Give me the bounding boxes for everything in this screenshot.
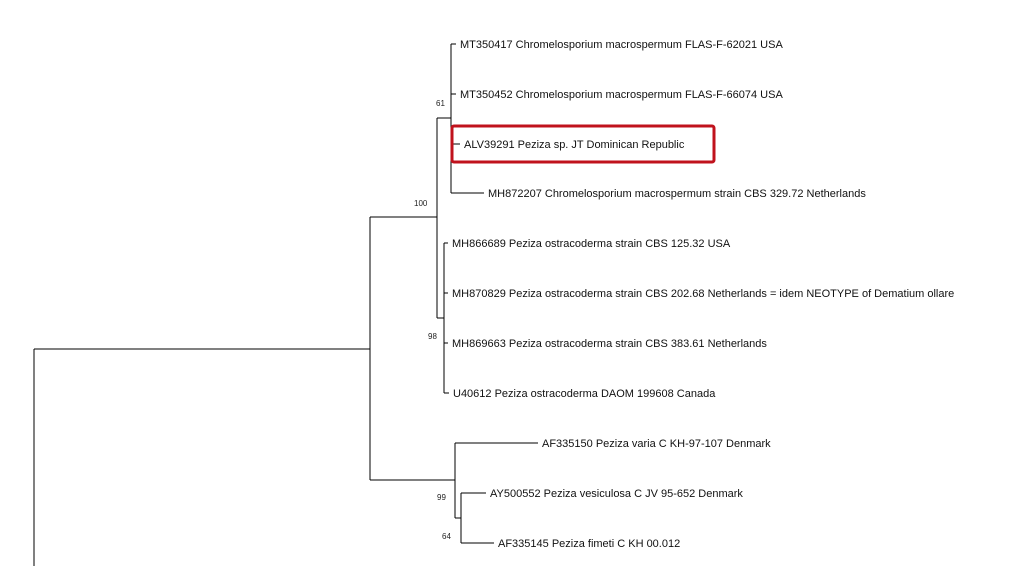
bootstrap-value: 64 [442, 532, 451, 541]
bootstrap-value: 98 [428, 332, 437, 341]
bootstrap-value: 61 [436, 99, 445, 108]
tree-branches [33, 43, 538, 566]
bootstrap-value: 100 [414, 199, 428, 208]
leaf-label: MH870829 Peziza ostracoderma strain CBS … [452, 288, 954, 300]
bootstrap-value: 99 [437, 493, 446, 502]
leaf-label: MT350452 Chromelosporium macrospermum FL… [460, 89, 783, 101]
leaf-label: AY500552 Peziza vesiculosa C JV 95-652 D… [490, 488, 743, 500]
leaf-label: MT350417 Chromelosporium macrospermum FL… [460, 39, 783, 51]
leaf-labels: MT350417 Chromelosporium macrospermum FL… [452, 39, 954, 550]
leaf-label: MH872207 Chromelosporium macrospermum st… [488, 188, 866, 200]
highlight-box [450, 124, 716, 164]
bootstrap-values: 61 100 98 99 64 [414, 99, 451, 541]
leaf-label-highlighted: ALV39291 Peziza sp. JT Dominican Republi… [464, 139, 685, 151]
leaf-label: AF335150 Peziza varia C KH-97-107 Denmar… [542, 438, 771, 450]
leaf-label: AF335145 Peziza fimeti C KH 00.012 [498, 538, 680, 550]
leaf-label: MH866689 Peziza ostracoderma strain CBS … [452, 238, 731, 250]
leaf-label: MH869663 Peziza ostracoderma strain CBS … [452, 338, 767, 350]
leaf-label: U40612 Peziza ostracoderma DAOM 199608 C… [453, 388, 716, 400]
